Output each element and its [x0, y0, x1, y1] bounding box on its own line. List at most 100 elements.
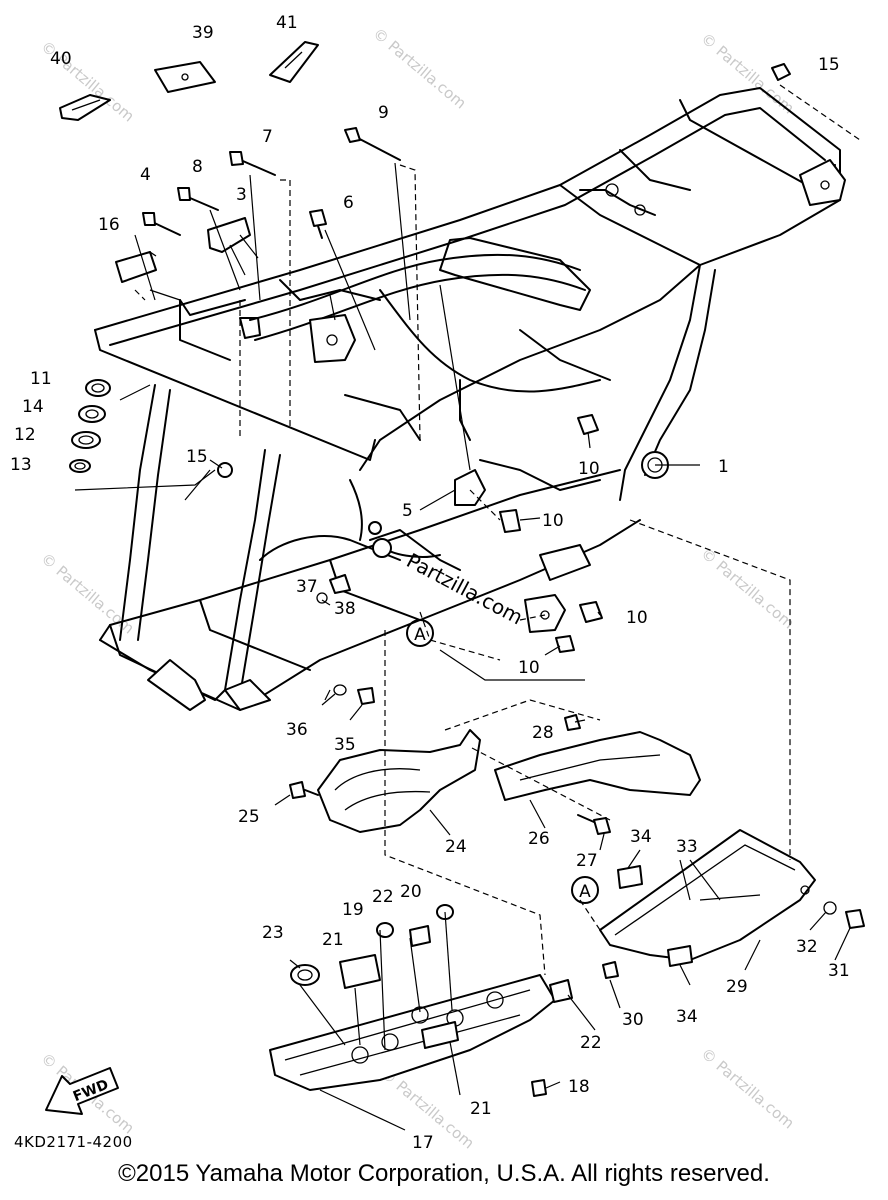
bolt-35 [357, 687, 375, 705]
callout-3: 3 [236, 185, 247, 205]
callout-22: 22 [372, 887, 394, 907]
callout-24: 24 [445, 837, 467, 857]
callout-6: 6 [343, 193, 354, 213]
watermark: © Partzilla.com [369, 24, 469, 112]
washer-32 [823, 901, 837, 915]
ring-13 [69, 459, 91, 473]
callout-35: 35 [334, 735, 356, 755]
watermark: © Partzilla.com [697, 544, 797, 632]
cap-19 [376, 922, 394, 938]
callout-18: 18 [568, 1077, 590, 1097]
callout-33: 33 [676, 837, 698, 857]
bolt-37 [329, 574, 351, 594]
callout-4: 4 [140, 165, 151, 185]
callout-22: 22 [580, 1033, 602, 1053]
callout-21: 21 [322, 930, 344, 950]
callout-25: 25 [238, 807, 260, 827]
bolt-30 [602, 961, 619, 979]
pad-21b [421, 1021, 459, 1049]
guards [269, 714, 865, 1097]
bolt-27 [593, 817, 611, 835]
under-plate-17 [269, 974, 556, 1091]
copyright-notice: ©2015 Yamaha Motor Corporation, U.S.A. A… [118, 1160, 770, 1187]
small-parts-top [59, 41, 791, 705]
callout-13: 13 [10, 455, 32, 475]
callout-37: 37 [296, 577, 318, 597]
callouts: 1 3 4 5 6 7 8 9 10 10 10 10 11 14 12 13 … [10, 13, 850, 1153]
ref-mark-a: A [579, 882, 591, 902]
callout-5: 5 [402, 501, 413, 521]
callout-9: 9 [378, 103, 389, 123]
callout-38: 38 [334, 599, 356, 619]
callout-10: 10 [626, 608, 648, 628]
washer-36 [333, 684, 347, 696]
ring-11 [85, 379, 111, 397]
callout-36: 36 [286, 720, 308, 740]
callout-23: 23 [262, 923, 284, 943]
callout-32: 32 [796, 937, 818, 957]
callout-31: 31 [828, 961, 850, 981]
callout-14: 14 [22, 397, 44, 417]
nut-10a [577, 414, 599, 435]
reference-marks: A A [406, 619, 599, 904]
grommet-23 [290, 964, 320, 986]
bolt-31 [845, 909, 865, 929]
callout-26: 26 [528, 829, 550, 849]
plate-39 [154, 61, 216, 93]
pad-22a [409, 925, 431, 947]
pad-34b [667, 945, 693, 967]
cap-15-left [217, 462, 233, 478]
cap-15-top [771, 63, 791, 81]
bracket-3 [207, 217, 251, 253]
ring-12 [71, 431, 101, 449]
block-16 [115, 251, 157, 283]
strap-41 [269, 41, 319, 83]
ring-14 [78, 405, 106, 423]
washer-38 [316, 592, 328, 604]
callout-39: 39 [192, 23, 214, 43]
pad-34a [617, 865, 643, 889]
guard-24 [317, 729, 481, 833]
callout-7: 7 [262, 127, 273, 147]
nut-10c [579, 601, 603, 623]
callout-19: 19 [342, 900, 364, 920]
callout-28: 28 [532, 723, 554, 743]
nut-10b [499, 509, 521, 533]
callout-16: 16 [98, 215, 120, 235]
main-frame [94, 87, 846, 711]
callout-40: 40 [50, 49, 72, 69]
leader-lines [74, 84, 861, 1131]
watermark: © Partzilla.com [697, 1044, 797, 1132]
watermarks: © Partzilla.com © Partzilla.com © Partzi… [37, 24, 797, 1152]
callout-20: 20 [400, 882, 422, 902]
skid-plate-29 [599, 829, 816, 961]
callout-1: 1 [718, 457, 729, 477]
bolt-18 [531, 1079, 547, 1097]
nut-10d [555, 635, 575, 653]
callout-10: 10 [542, 511, 564, 531]
callout-21: 21 [470, 1099, 492, 1119]
clip-40 [59, 94, 111, 121]
callout-10: 10 [518, 658, 540, 678]
callout-27: 27 [576, 851, 598, 871]
ref-mark-a: A [414, 625, 426, 645]
callout-8: 8 [192, 157, 203, 177]
bolt-6 [309, 209, 327, 227]
callout-41: 41 [276, 13, 298, 33]
callout-34: 34 [676, 1007, 698, 1027]
pad-22b [549, 979, 573, 1003]
callout-12: 12 [14, 425, 36, 445]
callout-30: 30 [622, 1010, 644, 1030]
callout-29: 29 [726, 977, 748, 997]
callout-15: 15 [818, 55, 840, 75]
callout-10: 10 [578, 459, 600, 479]
callout-15: 15 [186, 447, 208, 467]
bolt-25 [289, 781, 306, 799]
callout-34: 34 [630, 827, 652, 847]
callout-17: 17 [412, 1133, 434, 1153]
diagram-code: 4KD2171-4200 [14, 1133, 133, 1151]
nut-28 [564, 714, 581, 731]
pad-21a [339, 954, 381, 989]
callout-11: 11 [30, 369, 52, 389]
